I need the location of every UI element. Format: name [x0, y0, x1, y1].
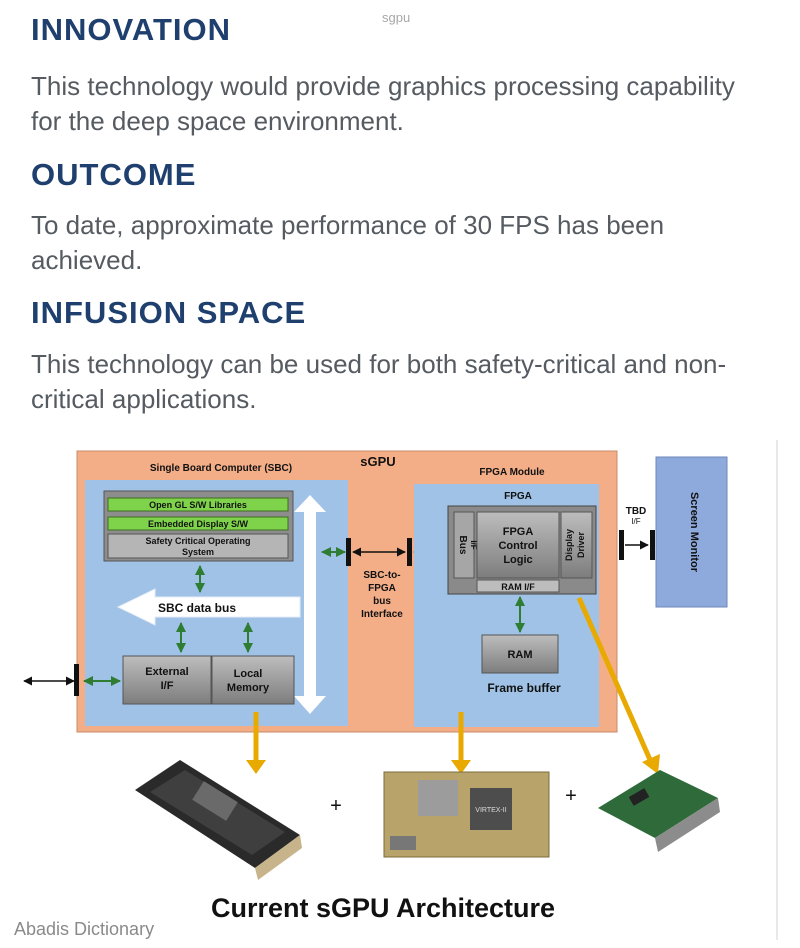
screen-monitor-box: [655, 456, 728, 608]
external-if-label-line1: External: [145, 666, 188, 678]
embedded-display-label: Embedded Display S/W: [148, 519, 249, 529]
tbd-left-bar: [619, 530, 624, 560]
tbd-right-bar: [650, 530, 655, 560]
sgpu-title: sGPU: [360, 454, 395, 469]
pointer-arrow-driver: [576, 596, 654, 764]
interface-label-line4: Interface: [361, 609, 403, 620]
external-connector-bar: [74, 664, 79, 696]
fpga-title: FPGA: [504, 491, 532, 502]
ram-label: RAM: [507, 649, 532, 661]
bus-if-label-line2: I/F: [469, 540, 478, 549]
display-driver-label-line1: Display: [564, 529, 574, 561]
ram-if-box: [476, 579, 560, 593]
paragraph-innovation: This technology would provide graphics p…: [31, 71, 735, 136]
opengl-libraries-box: [107, 497, 289, 512]
plus-sign-2: +: [565, 785, 577, 807]
interface-label-line3: bus: [373, 596, 391, 607]
display-card-picture: [598, 770, 720, 852]
safety-os-label-line1: Safety Critical Operating: [145, 536, 250, 546]
fpga-side-interface-bar: [407, 538, 412, 566]
control-logic-box: [476, 511, 560, 579]
vertical-bus-arrow: [294, 495, 326, 714]
paragraph-outcome: To date, approximate performance of 30 F…: [31, 210, 665, 275]
control-logic-label-line1: FPGA: [503, 526, 534, 538]
local-memory-label-line2: Memory: [227, 682, 270, 694]
board-chip-label: VIRTEX-II: [475, 807, 506, 814]
heading-innovation: INNOVATION: [31, 12, 232, 47]
top-watermark: sgpu: [382, 10, 411, 25]
ram-box: [481, 634, 559, 674]
opengl-libraries-label: Open GL S/W Libraries: [149, 500, 247, 510]
sbc-board-picture: [135, 760, 302, 880]
safety-os-box: [107, 533, 289, 559]
footer-watermark: Abadis Dictionary: [14, 919, 155, 939]
tbd-label-line1: TBD: [626, 506, 647, 517]
bus-if-label-line1: Bus: [457, 536, 468, 555]
ram-if-label: RAM I/F: [501, 582, 535, 592]
interface-label-line1: SBC-to-: [363, 570, 400, 581]
local-memory-label-line1: Local: [234, 668, 263, 680]
heading-infusion-space: INFUSION SPACE: [31, 295, 307, 330]
fpga-board-picture: VIRTEX-II: [383, 771, 550, 858]
frame-buffer-label: Frame buffer: [487, 681, 561, 695]
display-driver-box: [560, 511, 593, 579]
interface-label-line2: FPGA: [368, 583, 396, 594]
sbc-title: Single Board Computer (SBC): [150, 463, 292, 474]
heading-outcome: OUTCOME: [31, 157, 197, 192]
paragraph-infusion-space: This technology can be used for both saf…: [31, 349, 727, 414]
control-logic-label-line2: Control: [498, 540, 537, 552]
display-driver-label-line2: Driver: [576, 531, 586, 558]
sbc-data-bus-label: SBC data bus: [158, 601, 236, 615]
safety-os-label-line2: System: [182, 547, 214, 557]
embedded-display-box: [107, 516, 289, 531]
bus-if-box: [453, 511, 475, 579]
control-logic-label-line3: Logic: [503, 554, 532, 566]
external-if-label-line2: I/F: [161, 680, 174, 692]
tbd-label-line2: I/F: [631, 517, 640, 526]
screen-monitor-label: Screen Monitor: [688, 492, 700, 573]
page-edge-divider: [776, 440, 778, 940]
diagram-caption: Current sGPU Architecture: [210, 893, 556, 923]
plus-sign-1: +: [330, 795, 342, 817]
sgpu-architecture-diagram: sGPU Single Board Computer (SBC) Open GL…: [23, 450, 728, 880]
sbc-side-interface-bar: [346, 538, 351, 566]
sbc-data-bus-arrow: [116, 588, 301, 626]
fpga-module-title: FPGA Module: [479, 467, 545, 478]
local-memory-box: [211, 655, 295, 705]
external-if-box: [122, 655, 212, 705]
